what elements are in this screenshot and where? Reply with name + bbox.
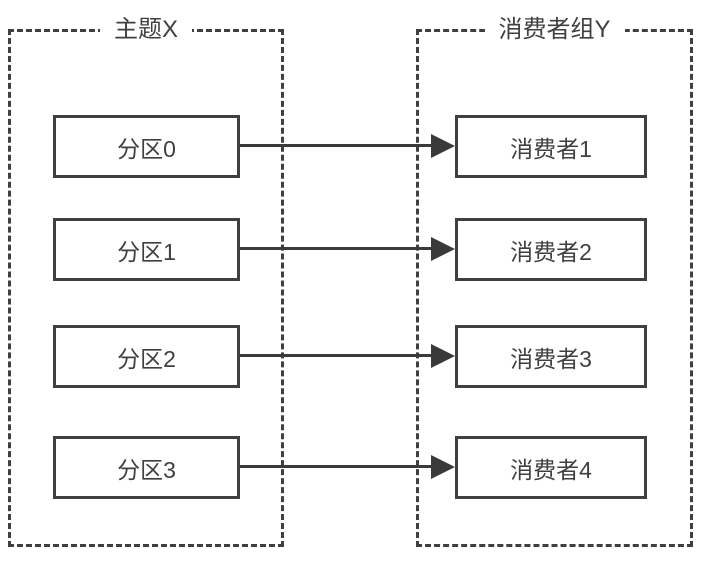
consumer-1-label: 消费者1 (510, 135, 592, 162)
partition-3-label: 分区3 (117, 456, 176, 483)
edge-line (240, 144, 433, 147)
arrowhead-right-icon (431, 455, 455, 479)
edge-line (240, 465, 433, 468)
consumer-group-title: 消费者组Y (484, 16, 625, 44)
edge-partition3-to-consumer4 (240, 455, 455, 479)
partition-0-label: 分区0 (117, 135, 176, 162)
partition-0-node: 分区0 (53, 115, 240, 178)
partition-1-node: 分区1 (53, 218, 240, 281)
consumer-2-label: 消费者2 (510, 238, 592, 265)
partition-2-node: 分区2 (53, 325, 240, 388)
edge-partition0-to-consumer1 (240, 134, 455, 158)
edge-line (240, 247, 433, 250)
consumer-1-node: 消费者1 (455, 115, 647, 178)
partition-1-label: 分区1 (117, 238, 176, 265)
consumer-2-node: 消费者2 (455, 218, 647, 281)
topic-group-title: 主题X (99, 16, 193, 44)
edge-line (240, 354, 433, 357)
arrowhead-right-icon (431, 237, 455, 261)
edge-partition1-to-consumer2 (240, 237, 455, 261)
topic-group-container: 主题X (8, 16, 284, 547)
consumer-group-container: 消费者组Y (416, 16, 693, 547)
consumer-3-label: 消费者3 (510, 345, 592, 372)
partition-2-label: 分区2 (117, 345, 176, 372)
partition-3-node: 分区3 (53, 436, 240, 499)
arrowhead-right-icon (431, 344, 455, 368)
edge-partition2-to-consumer3 (240, 344, 455, 368)
consumer-4-node: 消费者4 (455, 436, 647, 499)
consumer-3-node: 消费者3 (455, 325, 647, 388)
arrowhead-right-icon (431, 134, 455, 158)
consumer-4-label: 消费者4 (510, 456, 592, 483)
